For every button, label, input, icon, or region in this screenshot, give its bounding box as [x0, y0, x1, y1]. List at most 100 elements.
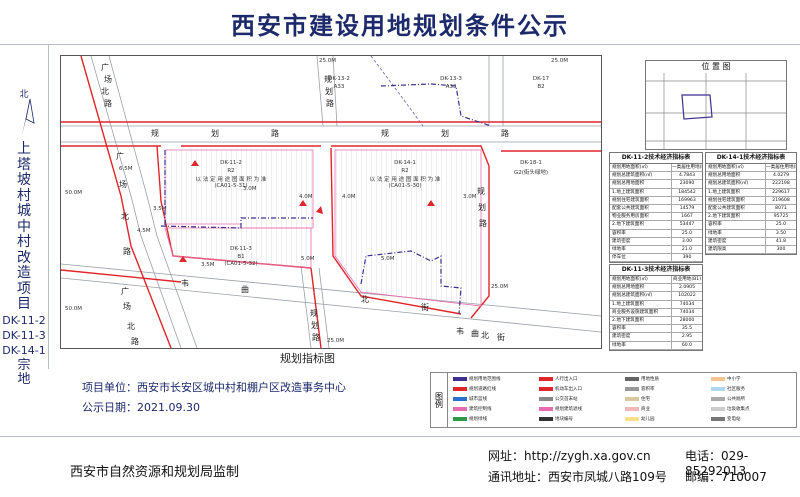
table-value-cell: 300 — [776, 246, 786, 252]
parcel-dk14-1-id: (CA01-5-30) — [388, 182, 422, 189]
dimension-label: 25.0M — [319, 58, 336, 64]
road-label-char: 曲 — [241, 285, 249, 294]
table-row: 规划总建筑面积(㎡)222198 — [706, 180, 796, 189]
road-label-char: 北 — [101, 87, 109, 96]
table-value-cell: 2.95 — [681, 334, 693, 340]
legend-swatch — [453, 387, 467, 391]
legend-item: 容积率 — [625, 386, 655, 392]
table-row: 规划总建筑面积(㎡)4.7843 — [610, 172, 702, 181]
table-key-cell: 容积率 — [706, 221, 766, 229]
table-key-cell: 建筑限高 — [706, 245, 766, 254]
dimension-label: 4.0M — [299, 194, 313, 200]
dimension-label: 4.5M — [137, 228, 151, 234]
table-title: DK-11-2技术经济指标表 — [610, 153, 702, 164]
table-value-cell: 4.0279 — [772, 173, 790, 179]
dimension-label: 6.5M — [119, 166, 133, 172]
dk14-1-indicator-table: DK-14-1技术经济指标表规划用地面积(㎡)一类居住用地(R2)规划总用地面积… — [705, 152, 797, 256]
parcel-dk11-2-use: R2 — [227, 167, 235, 174]
legend-swatch — [711, 387, 725, 391]
table-value-cell: 390 — [682, 255, 692, 261]
road-label-char: 路 — [312, 333, 320, 342]
parcel-dk13-2-use: A33 — [333, 83, 345, 90]
north-arrow-icon — [22, 98, 35, 135]
road-label-char: 街 — [421, 303, 429, 312]
table-key-cell: 绿地率 — [610, 341, 672, 349]
legend-swatch — [711, 377, 725, 381]
legend-item: 建筑控制线 — [453, 406, 492, 412]
legend-label: 机动车出入口 — [555, 387, 582, 392]
table-value-cell: 4.7843 — [678, 173, 696, 179]
legend-item: 规划道路红线 — [453, 386, 496, 392]
road-label-char: 划 — [311, 321, 319, 330]
legend-item: 垃圾收集点 — [711, 406, 750, 412]
table-value-cell: 95725 — [773, 214, 789, 220]
legend-swatch — [625, 387, 639, 391]
legend-item: 规划建筑退线 — [539, 406, 582, 412]
legend-swatch — [711, 407, 725, 411]
road-label-char: 规 — [381, 129, 389, 138]
legend-item: 地块编号 — [539, 416, 573, 422]
legend-label: 中小学 — [727, 377, 741, 382]
table-key-cell: 规划总用地面积 — [610, 180, 672, 188]
table-key-cell: 规划用地面积(㎡) — [706, 164, 766, 172]
legend-item: 人行出入口 — [539, 376, 578, 382]
legend-item: 商业 — [625, 406, 650, 412]
project-title-char: 村 — [17, 234, 31, 250]
legend-swatch — [539, 387, 553, 391]
legend-swatch — [625, 417, 639, 421]
parcel-dk13-3-use: A33 — [445, 83, 457, 90]
unit-label: 项目单位： — [82, 381, 137, 394]
legend: 图例 规划用地范围线规划道路红线城市蓝线建筑控制线规划绿线人行出入口机动车出入口… — [430, 372, 797, 428]
parcel-dk13-3-code: DK-13-3 — [440, 76, 462, 82]
parcel-dk11-3-id: (CA01-5-32) — [224, 261, 258, 267]
parcel-code: DK-14-1 — [2, 344, 46, 357]
table-key-cell: 1.地上建筑面积 — [706, 188, 766, 196]
road-label-char: 北 — [361, 295, 369, 304]
table-value-cell: 28000 — [679, 317, 695, 323]
parcel-dk11-2-code: DK-11-2 — [220, 160, 242, 166]
legend-label: 地块编号 — [555, 417, 573, 422]
legend-item: 公共厕所 — [711, 396, 745, 402]
road-label-char: 规 — [477, 187, 485, 196]
road-label-char: 划 — [441, 129, 449, 138]
dimension-label: 25.0M — [551, 58, 568, 64]
project-title-char: 中 — [17, 218, 31, 235]
table-key-cell: 商业服务设施建筑面积 — [610, 308, 672, 316]
road-label-char: 韦 — [456, 327, 464, 336]
road-label-char: 北 — [127, 322, 135, 331]
legend-label: 用地性质 — [641, 377, 659, 382]
road-label-char: 路 — [479, 219, 487, 228]
legend-label: 垃圾收集点 — [727, 407, 750, 412]
table-title: DK-11-3技术经济指标表 — [610, 265, 702, 276]
table-value-cell: 25.0 — [775, 222, 787, 228]
road-label-char: 规 — [151, 129, 159, 138]
table-value-cell: 53447 — [679, 222, 695, 228]
legend-item: 机动车出入口 — [539, 386, 582, 392]
parcel-dk11-2-id: (CA01-5-31) — [214, 182, 248, 189]
date-value: 2021.09.30 — [137, 401, 200, 414]
dimension-label: 25.0M — [491, 284, 508, 290]
table-row: 容积率 25.0 — [706, 221, 796, 230]
table-key-cell: 1.地上建筑面积 — [610, 300, 672, 308]
web-link[interactable]: http://zygh.xa.gov.cn — [524, 449, 651, 463]
road-label-char: 路 — [326, 99, 334, 108]
legend-item: 社区服务 — [711, 386, 745, 392]
table-value-cell: 一类居住用地(R2) — [766, 165, 796, 170]
legend-label: 商业 — [641, 407, 650, 412]
table-value-cell: 35.5 — [681, 326, 693, 332]
table-key-cell: 配套公共建筑面积 — [610, 204, 672, 213]
parcel-dk14-1-use: R2 — [401, 167, 409, 174]
table-key-cell: 规划总用地面积 — [610, 284, 672, 292]
map-caption: 规划指标图 — [280, 352, 335, 365]
road-label-char: 北 — [481, 331, 489, 340]
